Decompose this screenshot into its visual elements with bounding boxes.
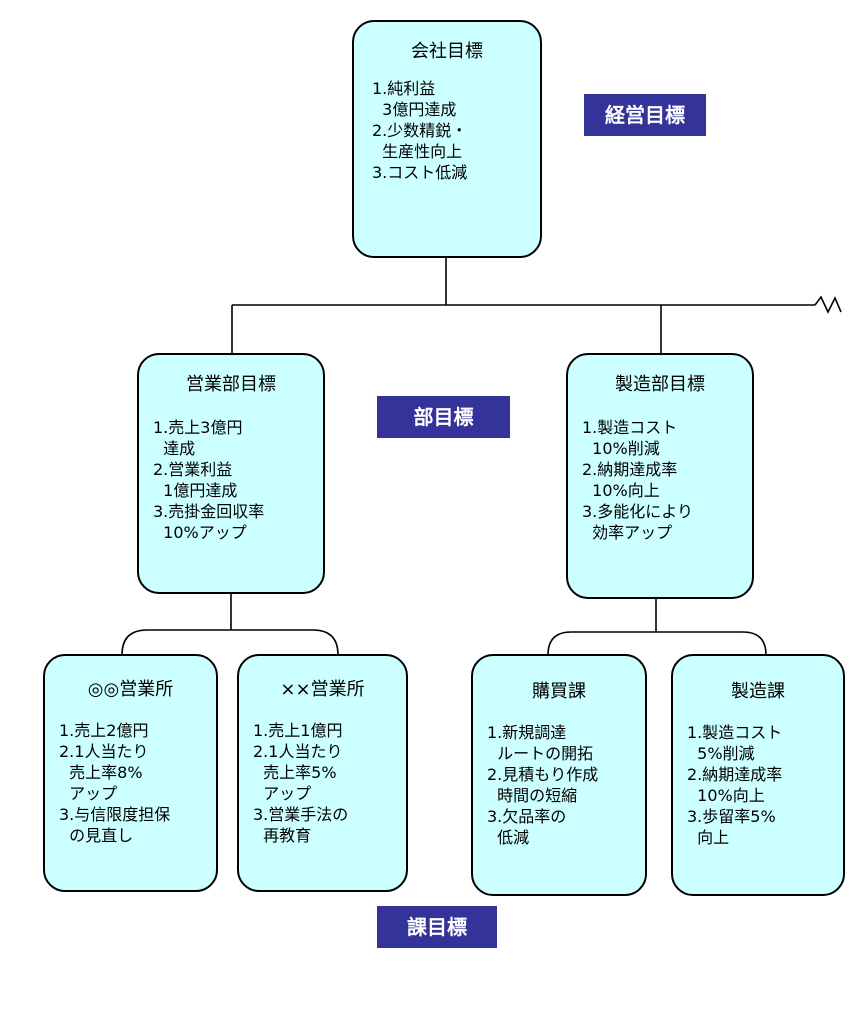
goal-item: 時間の短縮 bbox=[487, 786, 578, 805]
goal-item: 1.製造コスト bbox=[687, 723, 783, 742]
goal-item: 1.純利益 bbox=[372, 79, 436, 98]
goal-item: 10%向上 bbox=[687, 786, 765, 805]
goal-item: 効率アップ bbox=[582, 523, 673, 542]
goal-item: 2.営業利益 bbox=[153, 460, 233, 479]
goal-item: 3.与信限度担保 bbox=[59, 805, 171, 824]
goal-item: の見直し bbox=[59, 826, 134, 845]
goal-item: 売上率5% bbox=[253, 763, 337, 782]
goal-item: 1億円達成 bbox=[153, 481, 238, 500]
goal-item: 1.売上2億円 bbox=[59, 721, 149, 740]
purchasing-goal-items: 1.新規調達 ルートの開拓 2.見積もり作成 時間の短縮 3.欠品率の 低減 bbox=[487, 722, 645, 848]
goal-item: 3.欠品率の bbox=[487, 807, 567, 826]
goal-item: 3.歩留率5% bbox=[687, 807, 776, 826]
goal-item: 達成 bbox=[153, 439, 196, 458]
goal-item: 2.納期達成率 bbox=[687, 765, 783, 784]
goal-item: 生産性向上 bbox=[372, 142, 463, 161]
break-mark bbox=[814, 295, 842, 314]
purchasing-goal-box: 購買課 1.新規調達 ルートの開拓 2.見積もり作成 時間の短縮 3.欠品率の … bbox=[471, 654, 647, 896]
office-a-goal-box: ◎◎営業所 1.売上2億円 2.1人当たり 売上率8% アップ 3.与信限度担保… bbox=[43, 654, 218, 892]
section-goal-label: 課目標 bbox=[377, 906, 497, 948]
goal-item: 2.少数精鋭・ bbox=[372, 121, 468, 140]
company-goal-box: 会社目標 1.純利益 3億円達成 2.少数精鋭・ 生産性向上 3.コスト低減 bbox=[352, 20, 542, 258]
goal-item: 2.納期達成率 bbox=[582, 460, 678, 479]
office-b-goal-items: 1.売上1億円 2.1人当たり 売上率5% アップ 3.営業手法の 再教育 bbox=[253, 720, 406, 846]
goal-item: 1.新規調達 bbox=[487, 723, 567, 742]
goal-item: 2.1人当たり bbox=[253, 742, 343, 761]
purchasing-goal-title: 購買課 bbox=[532, 681, 586, 702]
office-b-goal-title: ××営業所 bbox=[280, 679, 365, 700]
connector-sections-arc bbox=[547, 631, 767, 656]
office-a-goal-title: ◎◎営業所 bbox=[87, 679, 174, 700]
goal-item: 10%アップ bbox=[153, 523, 247, 542]
goal-item: 売上率8% bbox=[59, 763, 143, 782]
goal-item: 3.コスト低減 bbox=[372, 163, 468, 182]
mfg-dept-goal-items: 1.製造コスト 10%削減 2.納期達成率 10%向上 3.多能化により 効率ア… bbox=[582, 417, 752, 543]
office-a-goal-items: 1.売上2億円 2.1人当たり 売上率8% アップ 3.与信限度担保 の見直し bbox=[59, 720, 216, 846]
department-goal-label: 部目標 bbox=[377, 396, 510, 438]
goal-item: 3.営業手法の bbox=[253, 805, 349, 824]
goal-item: アップ bbox=[253, 784, 312, 803]
goal-item: 再教育 bbox=[253, 826, 312, 845]
goal-item: 1.製造コスト bbox=[582, 418, 678, 437]
goal-item: 3.売掛金回収率 bbox=[153, 502, 265, 521]
goal-item: 1.売上1億円 bbox=[253, 721, 343, 740]
goal-item: 10%削減 bbox=[582, 439, 660, 458]
sales-dept-goal-items: 1.売上3億円 達成 2.営業利益 1億円達成 3.売掛金回収率 10%アップ bbox=[153, 417, 323, 543]
goal-item: 3億円達成 bbox=[372, 100, 457, 119]
sales-dept-goal-box: 営業部目標 1.売上3億円 達成 2.営業利益 1億円達成 3.売掛金回収率 1… bbox=[137, 353, 325, 594]
goal-item: アップ bbox=[59, 784, 118, 803]
manufacturing-goal-box: 製造課 1.製造コスト 5%削減 2.納期達成率 10%向上 3.歩留率5% 向… bbox=[671, 654, 845, 896]
goal-item: ルートの開拓 bbox=[487, 744, 594, 763]
goal-item: 3.多能化により bbox=[582, 502, 693, 521]
office-b-goal-box: ××営業所 1.売上1億円 2.1人当たり 売上率5% アップ 3.営業手法の … bbox=[237, 654, 408, 892]
goal-item: 低減 bbox=[487, 828, 530, 847]
mfg-dept-goal-title: 製造部目標 bbox=[615, 374, 705, 395]
goal-item: 向上 bbox=[687, 828, 730, 847]
goal-item: 5%削減 bbox=[687, 744, 755, 763]
goal-item: 10%向上 bbox=[582, 481, 660, 500]
company-goal-items: 1.純利益 3億円達成 2.少数精鋭・ 生産性向上 3.コスト低減 bbox=[372, 78, 540, 183]
manufacturing-goal-title: 製造課 bbox=[731, 681, 785, 702]
goal-item: 1.売上3億円 bbox=[153, 418, 243, 437]
management-goal-label: 経営目標 bbox=[584, 94, 706, 136]
mfg-dept-goal-box: 製造部目標 1.製造コスト 10%削減 2.納期達成率 10%向上 3.多能化に… bbox=[566, 353, 754, 599]
goal-item: 2.見積もり作成 bbox=[487, 765, 599, 784]
company-goal-title: 会社目標 bbox=[411, 41, 483, 62]
sales-dept-goal-title: 営業部目標 bbox=[186, 374, 276, 395]
connector-offices-arc bbox=[121, 629, 339, 656]
manufacturing-goal-items: 1.製造コスト 5%削減 2.納期達成率 10%向上 3.歩留率5% 向上 bbox=[687, 722, 843, 848]
goal-item: 2.1人当たり bbox=[59, 742, 149, 761]
